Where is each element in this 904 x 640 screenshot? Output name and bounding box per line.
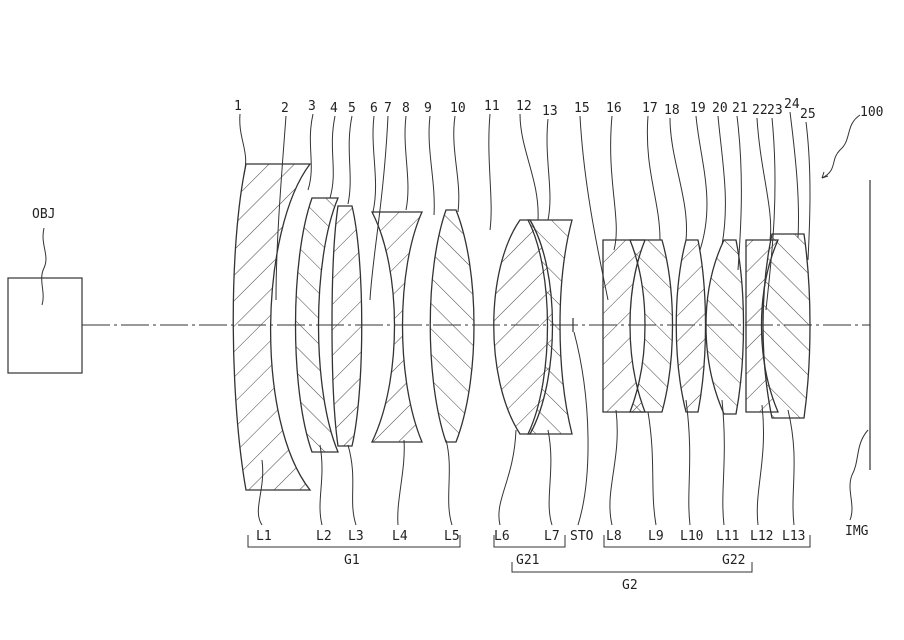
- surface-22: 22: [752, 103, 768, 118]
- label-l11: L11: [716, 529, 739, 544]
- surface-25: 25: [800, 107, 816, 122]
- object-label: OBJ: [32, 207, 55, 222]
- surface-21: 21: [732, 101, 748, 116]
- lens-l13: [762, 233, 811, 419]
- label-l9: L9: [648, 529, 664, 544]
- lens-l9: [629, 239, 674, 413]
- group-g1: G1: [344, 553, 360, 568]
- surface-number-labels: 1 2 3 4 5 6 7 8 9 10 11 12 13 15 16 17 1…: [234, 97, 816, 122]
- label-sto: STO: [570, 529, 594, 544]
- group-brackets: [247, 535, 811, 573]
- lens-label-leaders: [257, 331, 795, 526]
- label-l5: L5: [444, 529, 460, 544]
- surface-18: 18: [664, 103, 680, 118]
- surface-11: 11: [484, 99, 500, 114]
- lens-l2: [294, 197, 339, 453]
- system-ref-label: 100: [860, 105, 883, 120]
- lens-l7: [526, 219, 573, 435]
- lens-l11: [705, 239, 745, 415]
- label-l2: L2: [316, 529, 332, 544]
- surface-9: 9: [424, 101, 432, 116]
- surface-24: 24: [784, 97, 800, 112]
- label-l8: L8: [606, 529, 622, 544]
- surface-16: 16: [606, 101, 622, 116]
- group-g21: G21: [516, 553, 539, 568]
- lens-labels: L1 L2 L3 L4 L5 L6 L7 STO L8 L9 L10 L11 L…: [256, 529, 805, 544]
- label-l4: L4: [392, 529, 408, 544]
- lens-l5: [429, 209, 475, 443]
- surface-leader-lines: [239, 111, 811, 311]
- surface-6: 6: [370, 101, 378, 116]
- surface-4: 4: [330, 101, 338, 116]
- surface-12: 12: [516, 99, 532, 114]
- lens-l4: [370, 211, 424, 443]
- group-g22: G22: [722, 553, 745, 568]
- label-l1: L1: [256, 529, 272, 544]
- group-g2: G2: [622, 578, 638, 593]
- label-l10: L10: [680, 529, 703, 544]
- surface-19: 19: [690, 101, 706, 116]
- surface-7: 7: [384, 101, 392, 116]
- lens-l10: [675, 239, 707, 413]
- surface-17: 17: [642, 101, 658, 116]
- surface-23: 23: [767, 103, 783, 118]
- surface-10: 10: [450, 101, 466, 116]
- surface-2: 2: [281, 101, 289, 116]
- image-label: IMG: [845, 524, 869, 539]
- surface-15: 15: [574, 101, 590, 116]
- surface-1: 1: [234, 99, 242, 114]
- surface-13: 13: [542, 104, 558, 119]
- label-l3: L3: [348, 529, 364, 544]
- surface-5: 5: [348, 101, 356, 116]
- surface-8: 8: [402, 101, 410, 116]
- surface-20: 20: [712, 101, 728, 116]
- label-l6: L6: [494, 529, 510, 544]
- lens-l1: [232, 163, 312, 491]
- label-l13: L13: [782, 529, 805, 544]
- label-l7: L7: [544, 529, 560, 544]
- object-box: [7, 277, 83, 374]
- lens-l3: [331, 205, 363, 447]
- surface-3: 3: [308, 99, 316, 114]
- label-l12: L12: [750, 529, 773, 544]
